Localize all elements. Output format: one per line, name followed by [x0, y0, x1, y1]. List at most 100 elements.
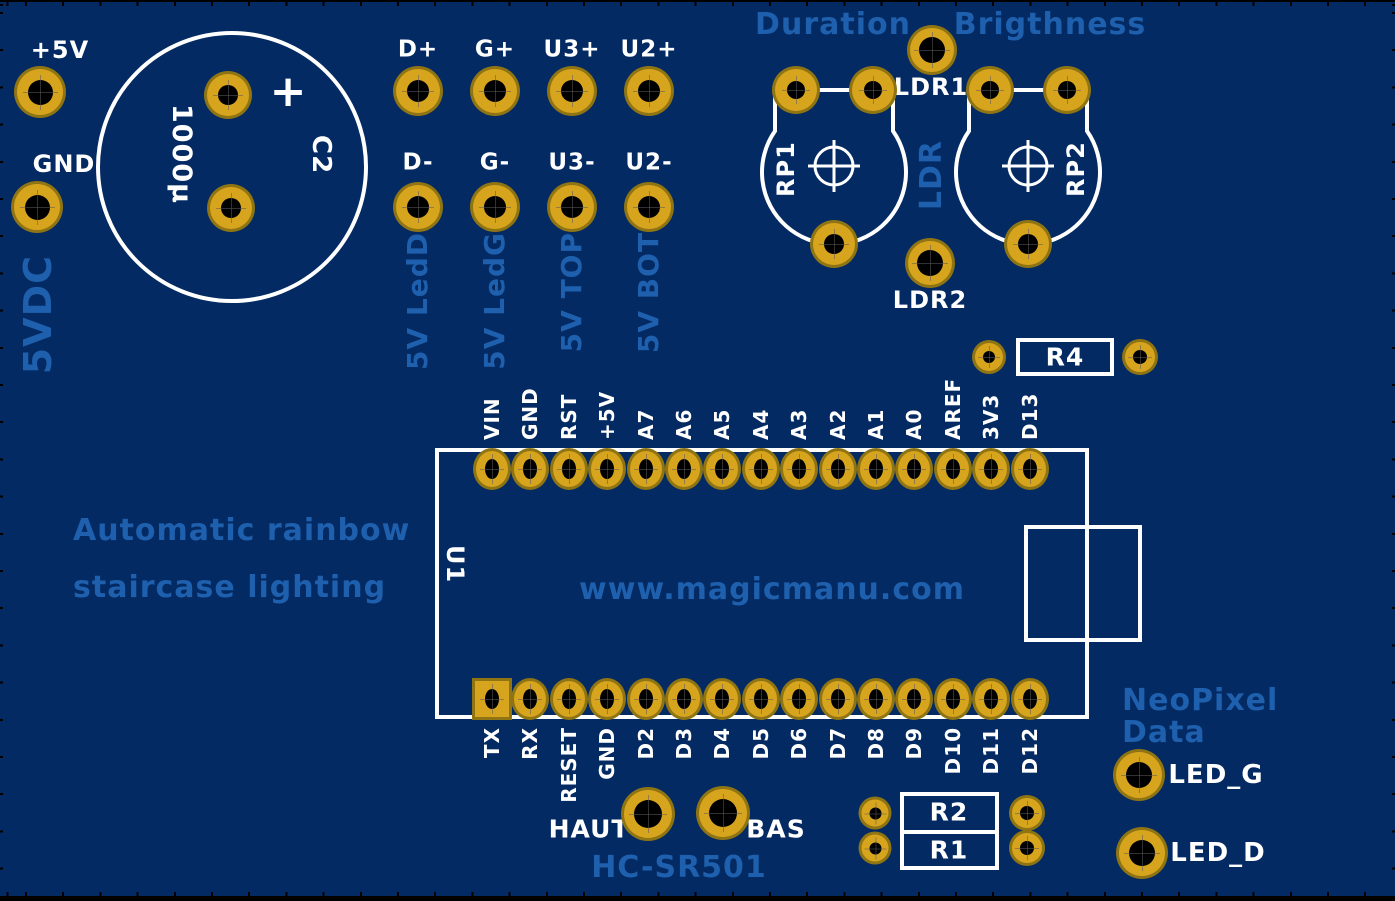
header-pad-uminus-hole [556, 191, 588, 223]
header-pad-dminus [396, 185, 440, 229]
pin-label-d7: D7 [826, 727, 850, 760]
pin-bottom-rx [514, 681, 546, 717]
website-label: www.magicmanu.com [579, 572, 965, 607]
r4-pad-right-hole [1128, 345, 1152, 369]
pad-haut-hole [629, 795, 667, 833]
r4-pad-left-hole [978, 346, 1000, 368]
pin-label-a4: A4 [749, 408, 773, 440]
pin-label-vin: VIN [480, 397, 504, 440]
pin-label-d3: D3 [672, 727, 696, 760]
capacitor-value: 1000µ [166, 104, 197, 205]
pin-label-d8: D8 [864, 727, 888, 760]
neopixel-pad-label-ledd: LED_D [1170, 838, 1266, 868]
pin-bottom-d10-hole [941, 684, 965, 714]
pin-bottom-tx [475, 681, 509, 717]
pin-bottom-d2 [630, 681, 662, 717]
header-pad-u2+-hole [633, 75, 665, 107]
rp1-pad-1 [775, 69, 817, 111]
resistor-r4-ref: R4 [1045, 342, 1085, 372]
pin-top-a1-hole [864, 454, 888, 484]
pin-bottom-d6-hole [787, 684, 811, 714]
pad-ldr2-hole [912, 245, 948, 281]
pin-top-rst-hole [557, 454, 581, 484]
pin-label-d2: D2 [634, 727, 658, 760]
pin-top-vin-hole [480, 454, 504, 484]
pin-label-d4: D4 [710, 727, 734, 760]
pin-top-a5-hole [710, 454, 734, 484]
pin-label-aref: AREF [941, 377, 965, 440]
header-pad-gminus-hole [479, 191, 511, 223]
pad-label-plus5v: +5V [30, 36, 90, 64]
pad-haut [624, 790, 672, 838]
pin-top-aref [937, 451, 969, 487]
header-label-bottom-1: G- [479, 149, 511, 176]
pin-top-d13 [1014, 451, 1046, 487]
rp1-ref: RP1 [772, 141, 800, 197]
pin-bottom-d12 [1014, 681, 1046, 717]
header-pad-uminus-hole [633, 191, 665, 223]
pin-label-a6: A6 [672, 408, 696, 440]
pin-bottom-d8-hole [864, 684, 888, 714]
pin-top-a7-hole [634, 454, 658, 484]
pin-bottom-d5 [745, 681, 777, 717]
pin-bottom-d3-hole [672, 684, 696, 714]
pin-bottom-d6 [783, 681, 815, 717]
capacitor-pad-plus-hole [213, 80, 243, 110]
pad-plus5v-hole [22, 74, 58, 110]
pad-gnd-hole [19, 189, 55, 225]
pin-top-3v3 [975, 451, 1007, 487]
pad-bas-hole [704, 794, 742, 832]
capacitor-ref: C2 [306, 135, 336, 175]
header-label-top-1: G+ [474, 36, 516, 63]
r1-pad-left-hole [864, 837, 886, 859]
header-pad-g+ [473, 69, 517, 113]
board-edge-bottom [0, 896, 1395, 901]
pin-top-a1 [860, 451, 892, 487]
rp1-pad-2-hole [859, 76, 887, 104]
pin-bottom-d4 [706, 681, 738, 717]
header-pad-u3+-hole [556, 75, 588, 107]
pin-label-a1: A1 [864, 408, 888, 440]
pin-label-a7: A7 [634, 408, 658, 440]
pin-label-a0: A0 [902, 408, 926, 440]
net-label-0: 5V LedD [401, 232, 434, 371]
rp2-pad-wiper [1007, 223, 1049, 265]
resistor-r1-ref: R1 [929, 835, 969, 865]
r1-pad-right [1012, 833, 1042, 863]
rp2-pad-1 [969, 69, 1011, 111]
pin-bottom-d9-hole [902, 684, 926, 714]
rp2-pad-2 [1046, 69, 1088, 111]
pad-ldr2 [908, 241, 952, 285]
rp1-pad-1-hole [782, 76, 810, 104]
pin-bottom-d9 [898, 681, 930, 717]
pad-led-d [1119, 830, 1165, 876]
pin-label-gnd: GND [518, 387, 542, 440]
pin-bottom-gnd [591, 681, 623, 717]
pin-top-aref-hole [941, 454, 965, 484]
pin-top-vin [476, 451, 508, 487]
neopixel-pad-label-ledg: LED_G [1168, 760, 1264, 790]
header-pad-g+-hole [479, 75, 511, 107]
pin-bottom-d4-hole [710, 684, 734, 714]
pad-bas [699, 789, 747, 837]
pin-label-d9: D9 [902, 727, 926, 760]
pad-gnd [14, 184, 60, 230]
pin-top-a2 [822, 451, 854, 487]
capacitor-pad-plus [207, 74, 249, 116]
pin-top-a0-hole [902, 454, 926, 484]
capacitor-pad-minus-hole [216, 193, 246, 223]
pin-label-d6: D6 [787, 727, 811, 760]
capacitor-pad-minus [210, 187, 252, 229]
r4-pad-right [1125, 342, 1155, 372]
pin-bottom-d11 [975, 681, 1007, 717]
r1-pad-right-hole [1015, 836, 1039, 860]
pad-ldr1-hole [914, 32, 950, 68]
pad-label-gnd: GND [32, 150, 96, 178]
pin-top-gnd [514, 451, 546, 487]
grid-ticks-right [1392, 0, 1395, 901]
rp2-ref: RP2 [1062, 141, 1090, 197]
header-pad-uminus [627, 185, 671, 229]
rp1-pad-wiper [813, 223, 855, 265]
ldr1-label: LDR1 [893, 73, 969, 101]
